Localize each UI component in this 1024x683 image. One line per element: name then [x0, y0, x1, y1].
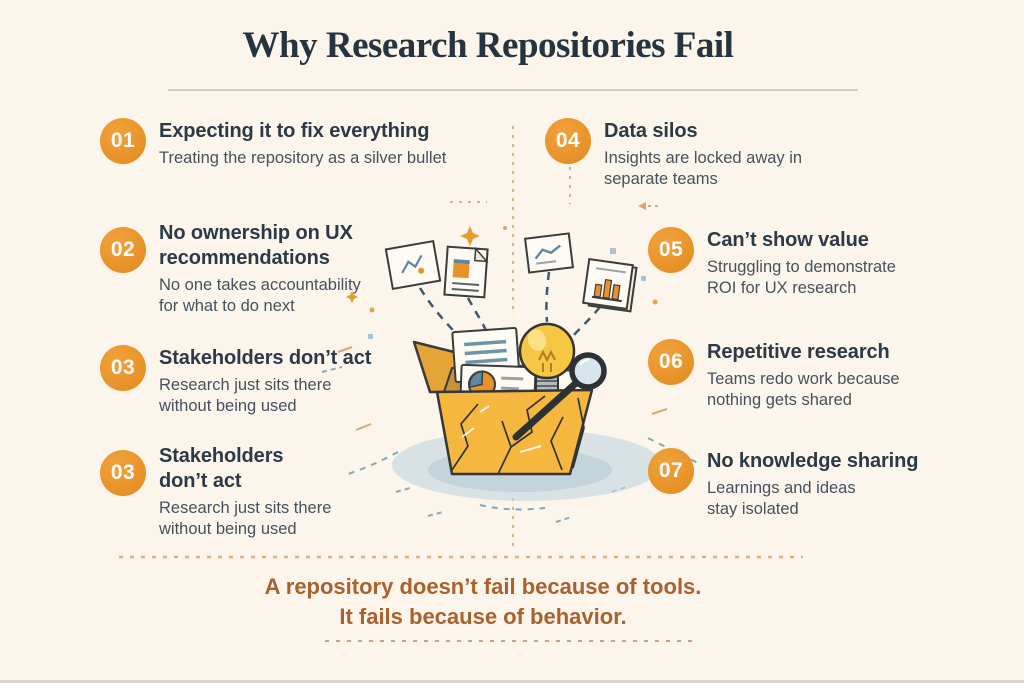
folder-front [435, 388, 594, 476]
item-01: 01 Expecting it to fix everything Treati… [100, 118, 499, 169]
item-04-subtitle: Insights are locked away in separate tea… [604, 149, 803, 189]
item-06-number: 06 [658, 350, 684, 373]
item-04-title: Data silos [604, 120, 698, 142]
item-02-subtitle: No one takes accountability for what to … [159, 276, 361, 316]
item-03-duplicate-number: 03 [110, 461, 136, 484]
title-underline [168, 89, 858, 91]
item-03-duplicate-badge: 03 [100, 450, 146, 496]
item-06-title: Repetitive research [707, 341, 890, 363]
quote-line-2: It fails because of behavior. [339, 604, 627, 630]
quote-line-1: A repository doesn’t fail because of too… [264, 574, 702, 599]
item-01-number: 01 [110, 129, 136, 152]
item-04-number: 04 [555, 129, 581, 152]
item-03-title: Stakeholders don’t act [159, 347, 372, 369]
item-03-subtitle: Research just sits there without being u… [159, 376, 332, 416]
bar-chart-paper-icon [582, 258, 638, 313]
closing-quote: A repository doesn’t fail because of too… [0, 572, 995, 633]
shine-marks [461, 405, 542, 453]
item-05-subtitle: Struggling to demonstrate ROI for UX res… [707, 258, 896, 298]
item-03-number: 03 [110, 356, 136, 379]
flying-paper-icons [384, 232, 638, 313]
item-07-title: No knowledge sharing [707, 450, 919, 472]
item-03-duplicate: 03 Stakeholders don’t act Research just … [100, 445, 389, 540]
bottom-strip [0, 680, 1024, 683]
item-02-badge: 02 [100, 227, 146, 273]
item-04-badge: 04 [545, 118, 591, 164]
item-06: 06 Repetitive research Teams redo work b… [648, 339, 947, 411]
item-02-number: 02 [110, 238, 136, 261]
item-04: 04 Data silos Insights are locked away i… [545, 118, 854, 190]
envelope-paper-icon [523, 232, 575, 274]
item-05-badge: 05 [648, 227, 694, 273]
item-02: 02 No ownership on UX recommendations No… [100, 222, 409, 317]
lightbulb-icon [518, 322, 576, 398]
item-01-badge: 01 [100, 118, 146, 164]
magnifier-icon [512, 352, 607, 441]
sparkle-icon [346, 226, 480, 303]
item-03-duplicate-subtitle: Research just sits there without being u… [159, 499, 332, 539]
item-07-badge: 07 [648, 448, 694, 494]
item-05-title: Can’t show value [707, 229, 869, 251]
item-02-title: No ownership on UX recommendations [159, 222, 353, 269]
item-07: 07 No knowledge sharing Learnings and id… [648, 448, 947, 520]
document-paper-icon [443, 245, 489, 299]
item-03-badge: 03 [100, 345, 146, 391]
page-title: Why Research Repositories Fail [242, 25, 734, 66]
item-03-duplicate-title: Stakeholders don’t act [159, 445, 284, 492]
item-01-subtitle: Treating the repository as a silver bull… [159, 149, 447, 167]
item-05-number: 05 [658, 238, 684, 261]
item-06-subtitle: Teams redo work because nothing gets sha… [707, 370, 900, 410]
divider-dashed-lines [119, 126, 803, 642]
item-07-number: 07 [658, 459, 684, 482]
item-06-badge: 06 [648, 339, 694, 385]
scribble-paper-icon [384, 239, 442, 291]
item-01-title: Expecting it to fix everything [159, 120, 430, 142]
item-05: 05 Can’t show value Struggling to demons… [648, 227, 947, 299]
item-07-subtitle: Learnings and ideas stay isolated [707, 479, 856, 519]
item-03: 03 Stakeholders don’t act Research just … [100, 345, 389, 417]
